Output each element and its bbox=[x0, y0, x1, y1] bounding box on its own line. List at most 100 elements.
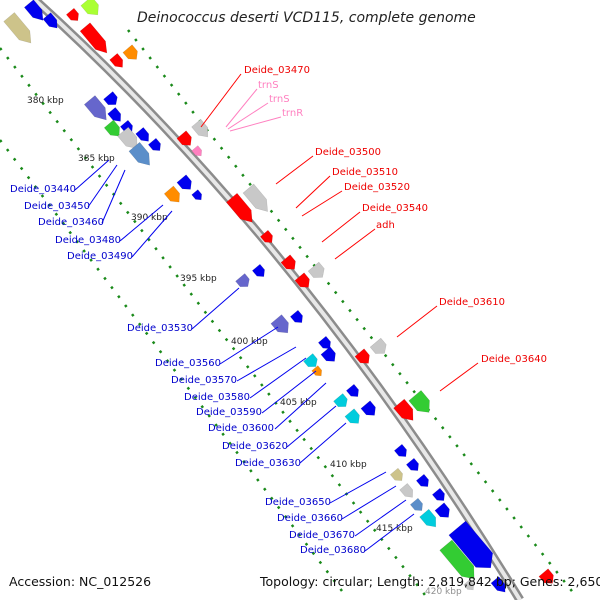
cds-arrow-icon[interactable] bbox=[439, 539, 481, 584]
gene-label-deide-03470[interactable]: Deide_03470 bbox=[244, 65, 310, 76]
cds-arrow-icon[interactable] bbox=[360, 400, 379, 419]
cds-arrow-icon[interactable] bbox=[333, 393, 351, 411]
gene-label-deide-03450[interactable]: Deide_03450 bbox=[24, 201, 90, 212]
cds-arrow-icon[interactable] bbox=[79, 22, 112, 57]
cds-arrow-icon[interactable] bbox=[107, 107, 125, 124]
tick-label: 400 kbp bbox=[231, 337, 268, 347]
cds-arrow-icon[interactable] bbox=[294, 272, 313, 291]
gene-label-deide-03460[interactable]: Deide_03460 bbox=[38, 217, 104, 228]
cds-arrow-icon[interactable] bbox=[103, 91, 121, 109]
cds-arrow-icon[interactable] bbox=[122, 44, 141, 63]
cds-arrow-icon[interactable] bbox=[393, 443, 409, 460]
gene-label-trnr[interactable]: trnR bbox=[282, 108, 303, 119]
red-gene-labels: Deide_03470 Deide_03500 Deide_03510 Deid… bbox=[244, 65, 547, 365]
gene-label-deide-03500[interactable]: Deide_03500 bbox=[315, 147, 381, 158]
cds-arrow-icon[interactable] bbox=[259, 229, 275, 246]
cds-arrow-icon[interactable] bbox=[490, 576, 509, 596]
cds-arrow-icon[interactable] bbox=[344, 408, 363, 427]
gene-label-deide-03480[interactable]: Deide_03480 bbox=[55, 235, 121, 246]
cds-arrow-icon[interactable] bbox=[147, 137, 163, 154]
gene-label-deide-03580[interactable]: Deide_03580 bbox=[184, 392, 250, 403]
gene-label-deide-03540[interactable]: Deide_03540 bbox=[362, 203, 428, 214]
gene-label-deide-03620[interactable]: Deide_03620 bbox=[222, 441, 288, 452]
cds-arrow-icon[interactable] bbox=[270, 314, 293, 338]
cds-arrow-icon[interactable] bbox=[289, 309, 305, 326]
cds-arrow-icon[interactable] bbox=[280, 254, 299, 273]
cds-arrow-icon[interactable] bbox=[393, 398, 419, 425]
gene-label-deide-03560[interactable]: Deide_03560 bbox=[155, 358, 221, 369]
tick-label: 385 kbp bbox=[78, 154, 115, 164]
cds-arrow-icon[interactable] bbox=[128, 141, 155, 169]
cds-arrow-icon[interactable] bbox=[369, 337, 390, 358]
cds-arrow-icon[interactable] bbox=[191, 118, 213, 141]
cds-arrow-icon[interactable] bbox=[399, 483, 417, 500]
cds-arrow-icon[interactable] bbox=[65, 7, 81, 24]
blue-leader-lines bbox=[74, 159, 415, 552]
cds-arrow-icon[interactable] bbox=[23, 0, 47, 24]
cds-arrow-icon[interactable] bbox=[307, 261, 328, 282]
trna-labels: trnS trnS trnR bbox=[258, 80, 303, 119]
gene-label-deide-03520[interactable]: Deide_03520 bbox=[344, 182, 410, 193]
cds-arrow-icon[interactable] bbox=[415, 473, 431, 490]
cds-arrow-icon[interactable] bbox=[83, 95, 111, 125]
cds-arrow-icon[interactable] bbox=[242, 183, 273, 216]
gene-label-deide-03630[interactable]: Deide_03630 bbox=[235, 458, 301, 469]
cds-arrow-icon[interactable] bbox=[163, 185, 183, 206]
gene-label-deide-03590[interactable]: Deide_03590 bbox=[196, 407, 262, 418]
cds-arrow-icon[interactable] bbox=[419, 508, 441, 531]
map-title: Deinococcus deserti VCD115, complete gen… bbox=[137, 10, 476, 26]
cds-arrow-icon[interactable] bbox=[42, 12, 61, 32]
gene-label-deide-03660[interactable]: Deide_03660 bbox=[277, 513, 343, 524]
cds-arrow-icon[interactable] bbox=[135, 127, 153, 144]
gene-label-deide-03610[interactable]: Deide_03610 bbox=[439, 297, 505, 308]
cds-arrow-icon[interactable] bbox=[303, 353, 321, 371]
gene-label-trns-2[interactable]: trnS bbox=[269, 94, 290, 105]
cds-arrow-icon[interactable] bbox=[176, 174, 195, 193]
cds-arrow-icon[interactable] bbox=[538, 568, 557, 587]
red-leader-lines bbox=[200, 73, 479, 392]
genome-backbone bbox=[31, 0, 524, 600]
cds-arrow-icon[interactable] bbox=[191, 189, 205, 203]
tick-label: 405 kbp bbox=[280, 398, 317, 408]
cds-arrow-icon[interactable] bbox=[311, 365, 325, 379]
cds-arrow-icon[interactable] bbox=[448, 520, 499, 575]
cds-arrow-icon[interactable] bbox=[405, 457, 421, 474]
cds-arrow-icon[interactable] bbox=[354, 348, 373, 367]
gene-label-trns-1[interactable]: trnS bbox=[258, 80, 279, 91]
cds-arrow-icon[interactable] bbox=[235, 273, 253, 291]
gene-label-deide-03670[interactable]: Deide_03670 bbox=[289, 530, 355, 541]
cds-arrow-icon[interactable] bbox=[251, 263, 267, 280]
cds-arrow-icon[interactable] bbox=[103, 119, 123, 140]
gene-label-deide-03600[interactable]: Deide_03600 bbox=[208, 423, 274, 434]
tick-label: 410 kbp bbox=[330, 460, 367, 470]
cds-arrow-icon[interactable] bbox=[345, 383, 361, 400]
cds-arrow-icon[interactable] bbox=[3, 12, 37, 47]
gene-label-deide-03570[interactable]: Deide_03570 bbox=[171, 375, 237, 386]
cds-arrow-icon[interactable] bbox=[117, 126, 143, 153]
cds-arrow-icon[interactable] bbox=[80, 0, 103, 19]
gene-label-deide-03440[interactable]: Deide_03440 bbox=[10, 184, 76, 195]
cds-arrow-icon[interactable] bbox=[176, 130, 195, 149]
cds-arrow-icon[interactable] bbox=[463, 579, 477, 593]
cds-arrow-icon[interactable] bbox=[409, 497, 425, 514]
cds-arrow-icon[interactable] bbox=[226, 192, 257, 227]
pink-leader-lines bbox=[225, 88, 282, 132]
gene-label-deide-03490[interactable]: Deide_03490 bbox=[67, 251, 133, 262]
gene-label-deide-03640[interactable]: Deide_03640 bbox=[481, 354, 547, 365]
cds-arrow-icon[interactable] bbox=[431, 487, 447, 504]
cds-arrow-icon[interactable] bbox=[317, 335, 333, 352]
gene-label-deide-03650[interactable]: Deide_03650 bbox=[265, 497, 331, 508]
cds-arrow-icon[interactable] bbox=[408, 390, 435, 417]
gene-label-deide-03680[interactable]: Deide_03680 bbox=[300, 545, 366, 556]
tick-label: 380 kbp bbox=[27, 96, 64, 106]
gene-label-deide-03510[interactable]: Deide_03510 bbox=[332, 167, 398, 178]
cds-arrow-icon[interactable] bbox=[191, 145, 205, 159]
gene-label-adh[interactable]: adh bbox=[376, 220, 395, 231]
cds-arrow-icon[interactable] bbox=[389, 467, 405, 484]
cds-arrow-icon[interactable] bbox=[434, 502, 453, 521]
gene-label-deide-03530[interactable]: Deide_03530 bbox=[127, 323, 193, 334]
cds-arrow-icon[interactable] bbox=[320, 346, 339, 365]
cds-arrow-icon[interactable] bbox=[109, 53, 127, 70]
tick-label: 390 kbp bbox=[131, 213, 168, 223]
